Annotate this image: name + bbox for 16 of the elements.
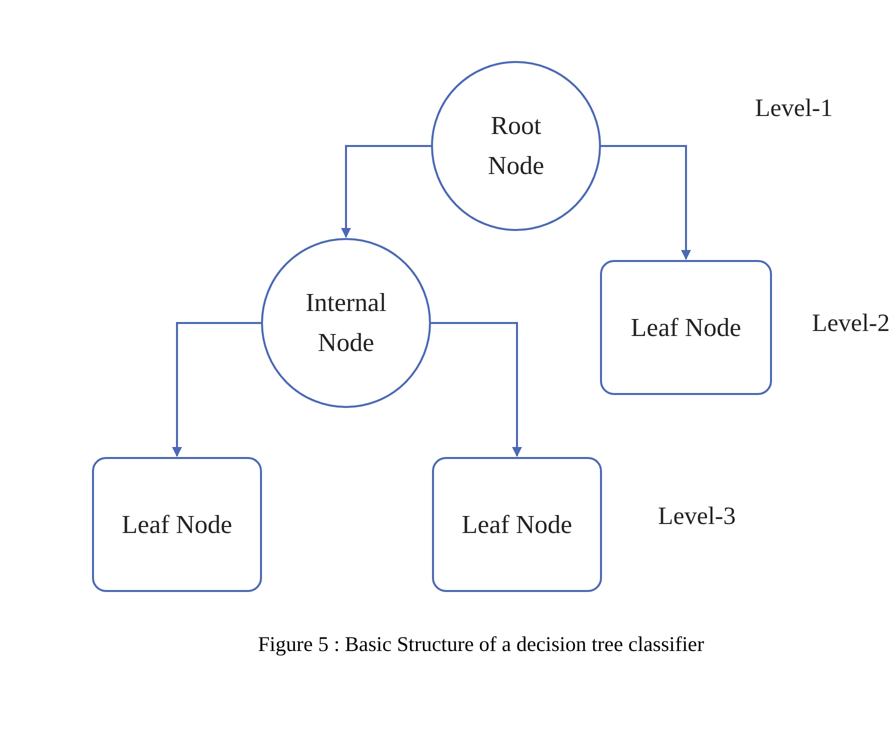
arrow xyxy=(341,145,431,238)
arrow xyxy=(601,145,691,260)
caption: Figure 5 : Basic Structure of a decision tree classifier xyxy=(258,631,704,658)
arrow xyxy=(172,322,261,457)
node-label: Internal Node xyxy=(304,287,388,359)
node-label: Leaf Node xyxy=(122,508,232,540)
node-label: Root Node xyxy=(486,110,546,182)
node-label: Leaf Node xyxy=(630,312,742,344)
leaf-box xyxy=(92,457,262,592)
level-label: Level-2 xyxy=(812,309,890,339)
arrow xyxy=(431,322,522,457)
level-label: Level-3 xyxy=(658,502,736,532)
level-label: Level-1 xyxy=(755,94,833,124)
leaf-box xyxy=(600,260,772,395)
node-label: Leaf Node xyxy=(462,508,572,540)
leaf-box xyxy=(432,457,602,592)
